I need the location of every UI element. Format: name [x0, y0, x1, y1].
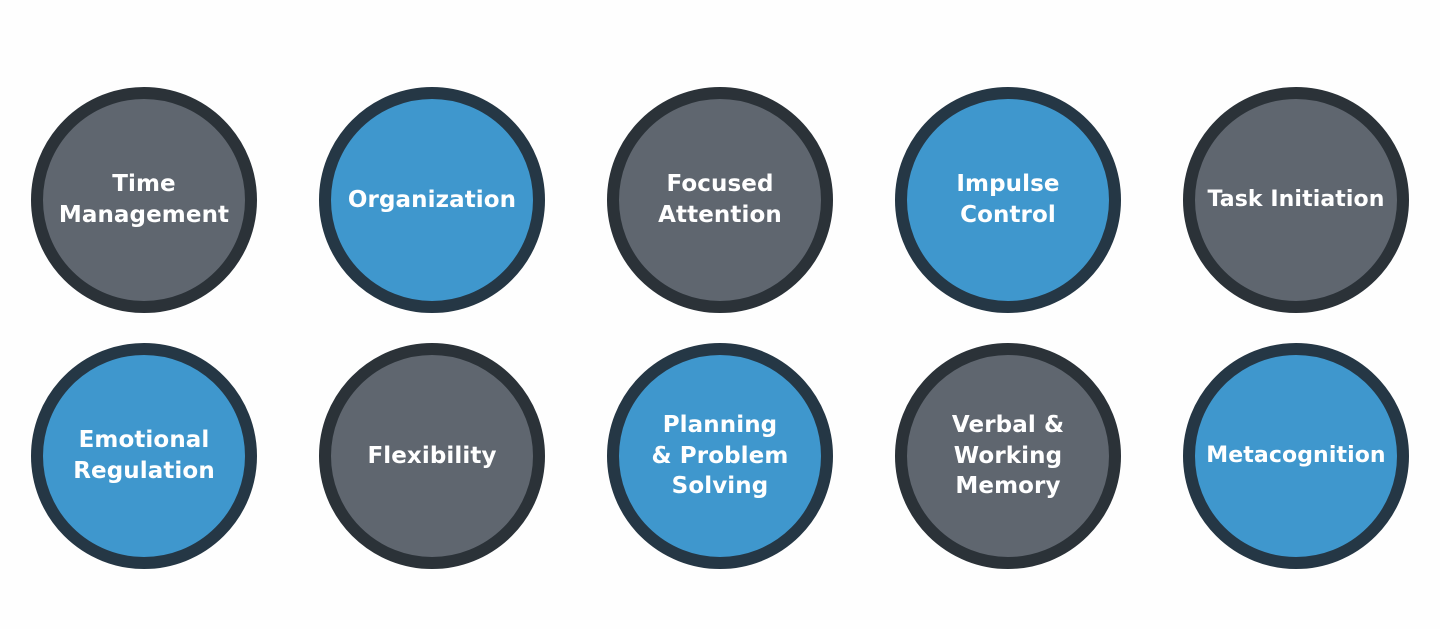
circle-node-task-initiation[interactable]: Task Initiation	[1183, 87, 1409, 313]
circle-node-label: Impulse Control	[956, 171, 1060, 228]
circle-node-label: Time Management	[58, 171, 230, 228]
circle-node-time-management[interactable]: Time Management	[31, 87, 257, 313]
circle-node-label: Organization	[347, 186, 517, 213]
circle-node-metacognition[interactable]: Metacognition	[1183, 343, 1409, 569]
circle-node-label: Flexibility	[367, 442, 497, 469]
circle-node-impulse-control[interactable]: Impulse Control	[895, 87, 1121, 313]
circle-node-label: Metacognition	[1206, 443, 1386, 469]
circle-node-planning-problem-solving[interactable]: Planning & Problem Solving	[607, 343, 833, 569]
circle-node-flexibility[interactable]: Flexibility	[319, 343, 545, 569]
circle-node-focused-attention[interactable]: Focused Attention	[607, 87, 833, 313]
circle-node-emotional-regulation[interactable]: Emotional Regulation	[31, 343, 257, 569]
circle-node-label: Task Initiation	[1207, 187, 1385, 213]
circle-node-verbal-working-memory[interactable]: Verbal & Working Memory	[895, 343, 1121, 569]
circle-node-label: Planning & Problem Solving	[651, 412, 789, 500]
circle-node-label: Verbal & Working Memory	[951, 412, 1065, 500]
circle-node-label: Focused Attention	[658, 171, 782, 228]
circle-node-organization[interactable]: Organization	[319, 87, 545, 313]
circle-node-label: Emotional Regulation	[73, 427, 215, 484]
circle-grid: Time Management Organization Focused Att…	[0, 72, 1440, 572]
